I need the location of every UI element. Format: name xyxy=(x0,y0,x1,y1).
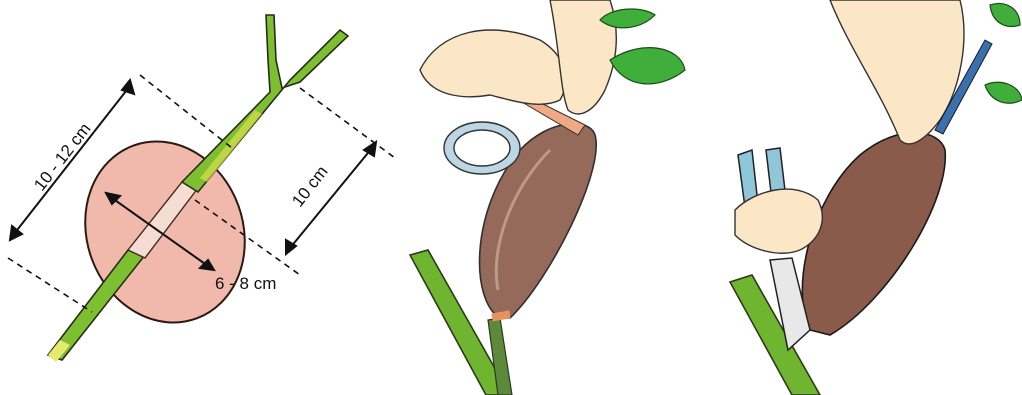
dimension-diagram-panel: 10 - 12 cm 10 cm 6 - 8 cm xyxy=(0,0,400,395)
leaf xyxy=(610,48,685,84)
wrapped-layer xyxy=(802,133,945,335)
stem-upper xyxy=(182,15,348,192)
cutting-step-panel xyxy=(700,0,1022,395)
length-label: 10 - 12 cm xyxy=(30,119,94,194)
width-label: 6 - 8 cm xyxy=(215,274,276,293)
wrapping-step-panel xyxy=(400,0,700,395)
stem-highlight xyxy=(200,110,262,182)
inner-length-label: 10 cm xyxy=(288,162,331,210)
left-hand xyxy=(420,30,566,104)
tape-roll xyxy=(444,122,520,174)
leaf xyxy=(985,82,1022,103)
leaf xyxy=(990,4,1020,27)
